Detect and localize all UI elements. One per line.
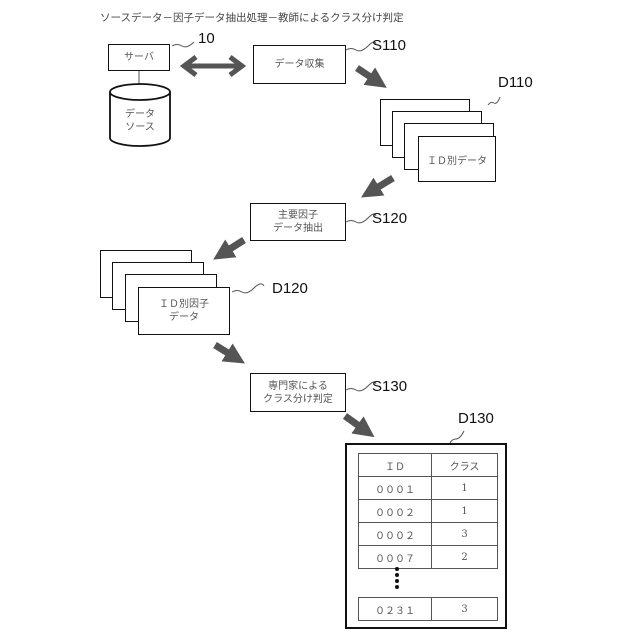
- cell-class: 3: [432, 523, 498, 546]
- table-row: ０２３１ 3: [359, 598, 498, 621]
- double-arrow: [184, 57, 242, 75]
- server-box: サーバ: [108, 44, 170, 71]
- cell-id: ０００２: [359, 500, 432, 523]
- cell-class: 1: [432, 477, 498, 500]
- arrow-d120-s130: [215, 345, 236, 358]
- d120-ref: D120: [272, 280, 308, 297]
- d120-line1: ＩＤ別因子: [159, 298, 209, 311]
- s130-line1: 専門家による: [268, 380, 328, 393]
- table-row: ０００２3: [359, 523, 498, 546]
- cell-id: ０２３１: [359, 598, 432, 621]
- cell-class: 1: [432, 500, 498, 523]
- s120-line2: データ抽出: [273, 222, 323, 235]
- datasource-line2: ソース: [110, 121, 170, 134]
- s130-box: 専門家による クラス分け判定: [250, 373, 346, 412]
- s130-line2: クラス分け判定: [263, 393, 333, 406]
- server-ref: 10: [198, 30, 215, 47]
- cell-class: 2: [432, 546, 498, 569]
- arrow-s130-d130: [345, 416, 366, 431]
- d130-box: ＩＤ クラス ０００１1 ０００２1 ０００２3 ０００７2 ０２３１ 3: [345, 443, 507, 629]
- table-row: ０００７2: [359, 546, 498, 569]
- datasource-label: データ ソース: [110, 108, 170, 134]
- table-row: ０００１1: [359, 477, 498, 500]
- d130-last-row-table: ０２３１ 3: [358, 597, 498, 621]
- cell-id: ０００２: [359, 523, 432, 546]
- table-header: ＩＤ クラス: [359, 454, 498, 477]
- table-row: ０００２1: [359, 500, 498, 523]
- s120-line1: 主要因子: [278, 209, 318, 222]
- server-label: サーバ: [124, 51, 154, 64]
- cell-id: ０００１: [359, 477, 432, 500]
- s110-ref: S110: [372, 37, 406, 54]
- d110-label: ＩＤ別データ: [427, 152, 487, 167]
- s110-box: データ収集: [253, 45, 346, 84]
- s120-ref: S120: [372, 210, 407, 227]
- arrow-s110-d110: [357, 68, 378, 82]
- s110-label: データ収集: [275, 58, 325, 71]
- d130-ref: D130: [458, 410, 494, 427]
- arrow-d110-s120: [370, 178, 393, 192]
- d130-table: ＩＤ クラス ０００１1 ０００２1 ０００２3 ０００７2: [358, 453, 498, 569]
- d110-ref: D110: [498, 74, 533, 91]
- header-class: クラス: [432, 454, 498, 477]
- arrow-s120-d120: [222, 240, 244, 254]
- s130-ref: S130: [372, 378, 407, 395]
- d120-line2: データ: [169, 311, 199, 324]
- ellipsis-icon: [392, 565, 402, 595]
- s120-box: 主要因子 データ抽出: [250, 203, 346, 241]
- header-id: ＩＤ: [359, 454, 432, 477]
- cell-class: 3: [432, 598, 498, 621]
- datasource-line1: データ: [110, 108, 170, 121]
